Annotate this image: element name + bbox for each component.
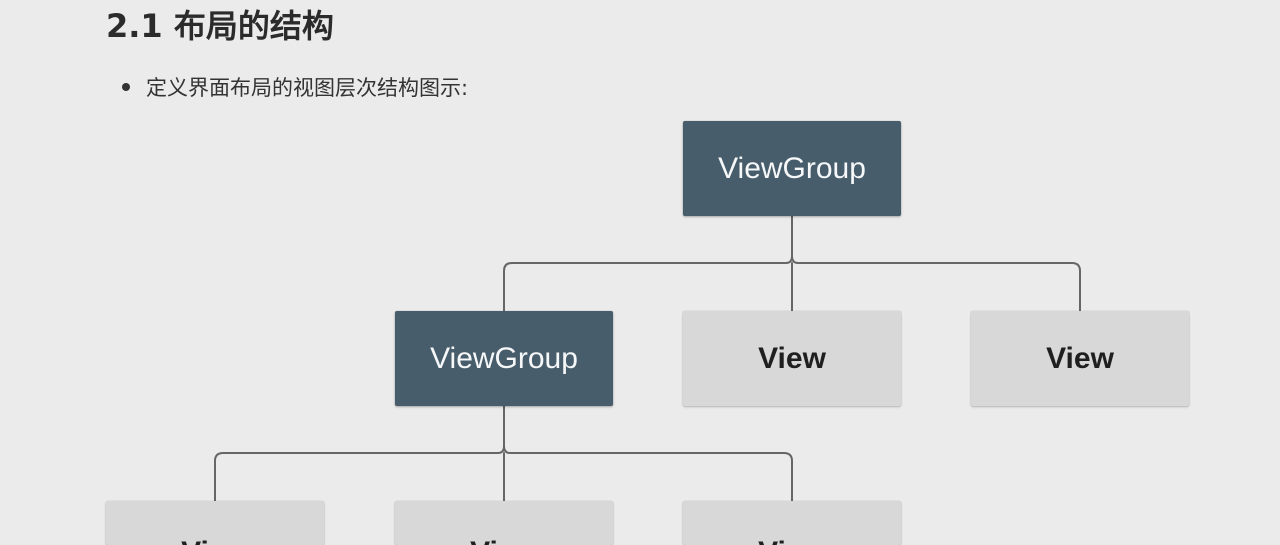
view-node-level-three-two: View: [395, 501, 613, 545]
view-label: View: [470, 536, 538, 545]
view-node-level-two-one: View: [683, 311, 901, 406]
view-node-level-two-two: View: [971, 311, 1189, 406]
viewgroup-to-children-connector: [214, 404, 793, 502]
view-label: View: [758, 341, 826, 375]
bullet-icon: [122, 83, 130, 91]
bullet-item: 定义界面布局的视图层次结构图示:: [122, 72, 468, 102]
view-node-level-three-one: View: [106, 501, 324, 545]
view-label: View: [758, 536, 826, 545]
child-viewgroup-node: ViewGroup: [395, 311, 613, 406]
root-viewgroup-label: ViewGroup: [718, 151, 866, 185]
view-label: View: [181, 536, 249, 545]
view-node-level-three-three: View: [683, 501, 901, 545]
root-to-children-connector: [503, 214, 1081, 312]
bullet-text: 定义界面布局的视图层次结构图示:: [146, 76, 469, 100]
root-viewgroup-node: ViewGroup: [683, 121, 901, 216]
section-title: 2.1 布局的结构: [106, 7, 334, 45]
child-viewgroup-label: ViewGroup: [430, 341, 578, 375]
view-label: View: [1046, 341, 1114, 375]
